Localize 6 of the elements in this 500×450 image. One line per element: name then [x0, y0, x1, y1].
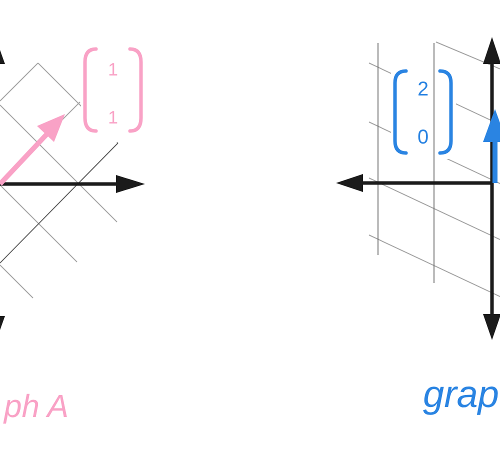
graph-caption: ph A [4, 388, 69, 425]
matrix-entry: 2 [417, 78, 429, 102]
matrix-entry: 1 [108, 108, 118, 128]
matrix-entry: 1 [108, 60, 118, 80]
graph-caption: grap [422, 374, 499, 418]
matrix-entry: 0 [417, 126, 429, 150]
